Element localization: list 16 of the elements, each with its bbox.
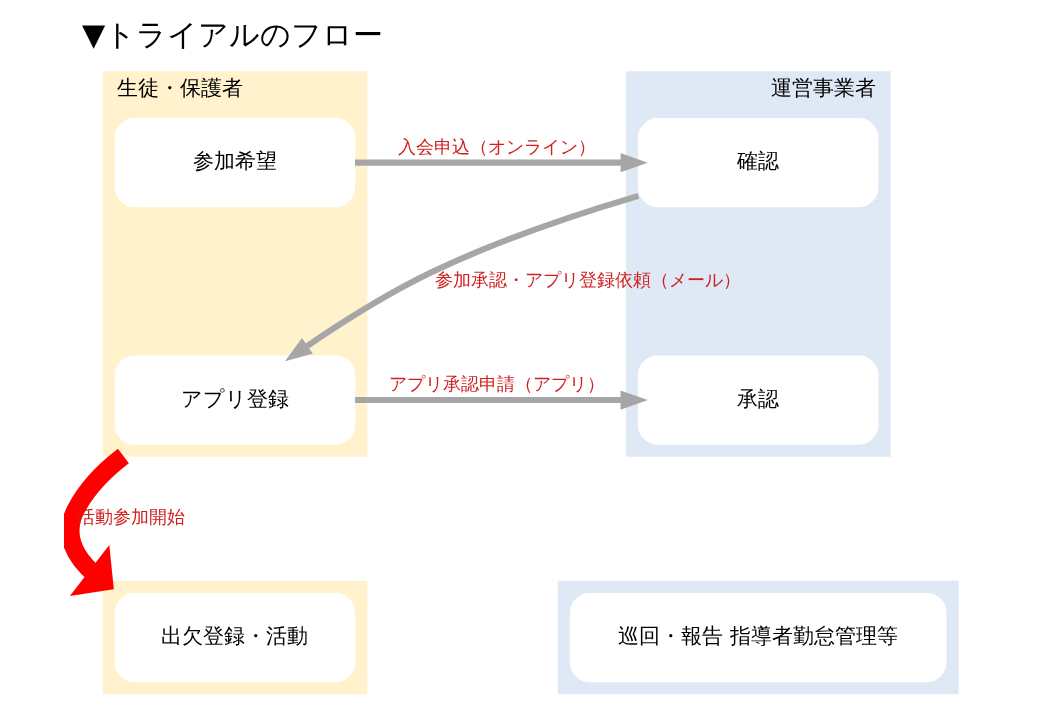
edge-label: 入会申込（オンライン） [397, 135, 596, 157]
diagram-title: ▼トライアルのフロー [82, 16, 384, 52]
node-box: 巡回・報告 指導者勤怠管理等 [569, 592, 947, 683]
cluster [557, 580, 959, 695]
node-box: 確認 [637, 118, 879, 208]
cluster [102, 580, 368, 695]
arrow [354, 390, 648, 410]
node-box: アプリ登録 [114, 355, 356, 445]
node-box: 出欠登録・活動 [114, 592, 356, 683]
node-box: 承認 [637, 355, 879, 445]
arrow [284, 192, 640, 362]
edge-label: 参加承認・アプリ登録依頼（メール） [435, 269, 742, 291]
arrow [64, 448, 129, 596]
arrow [354, 153, 648, 173]
edge-label: アプリ承認申請（アプリ） [388, 373, 605, 395]
node-box: 参加希望 [114, 118, 356, 208]
